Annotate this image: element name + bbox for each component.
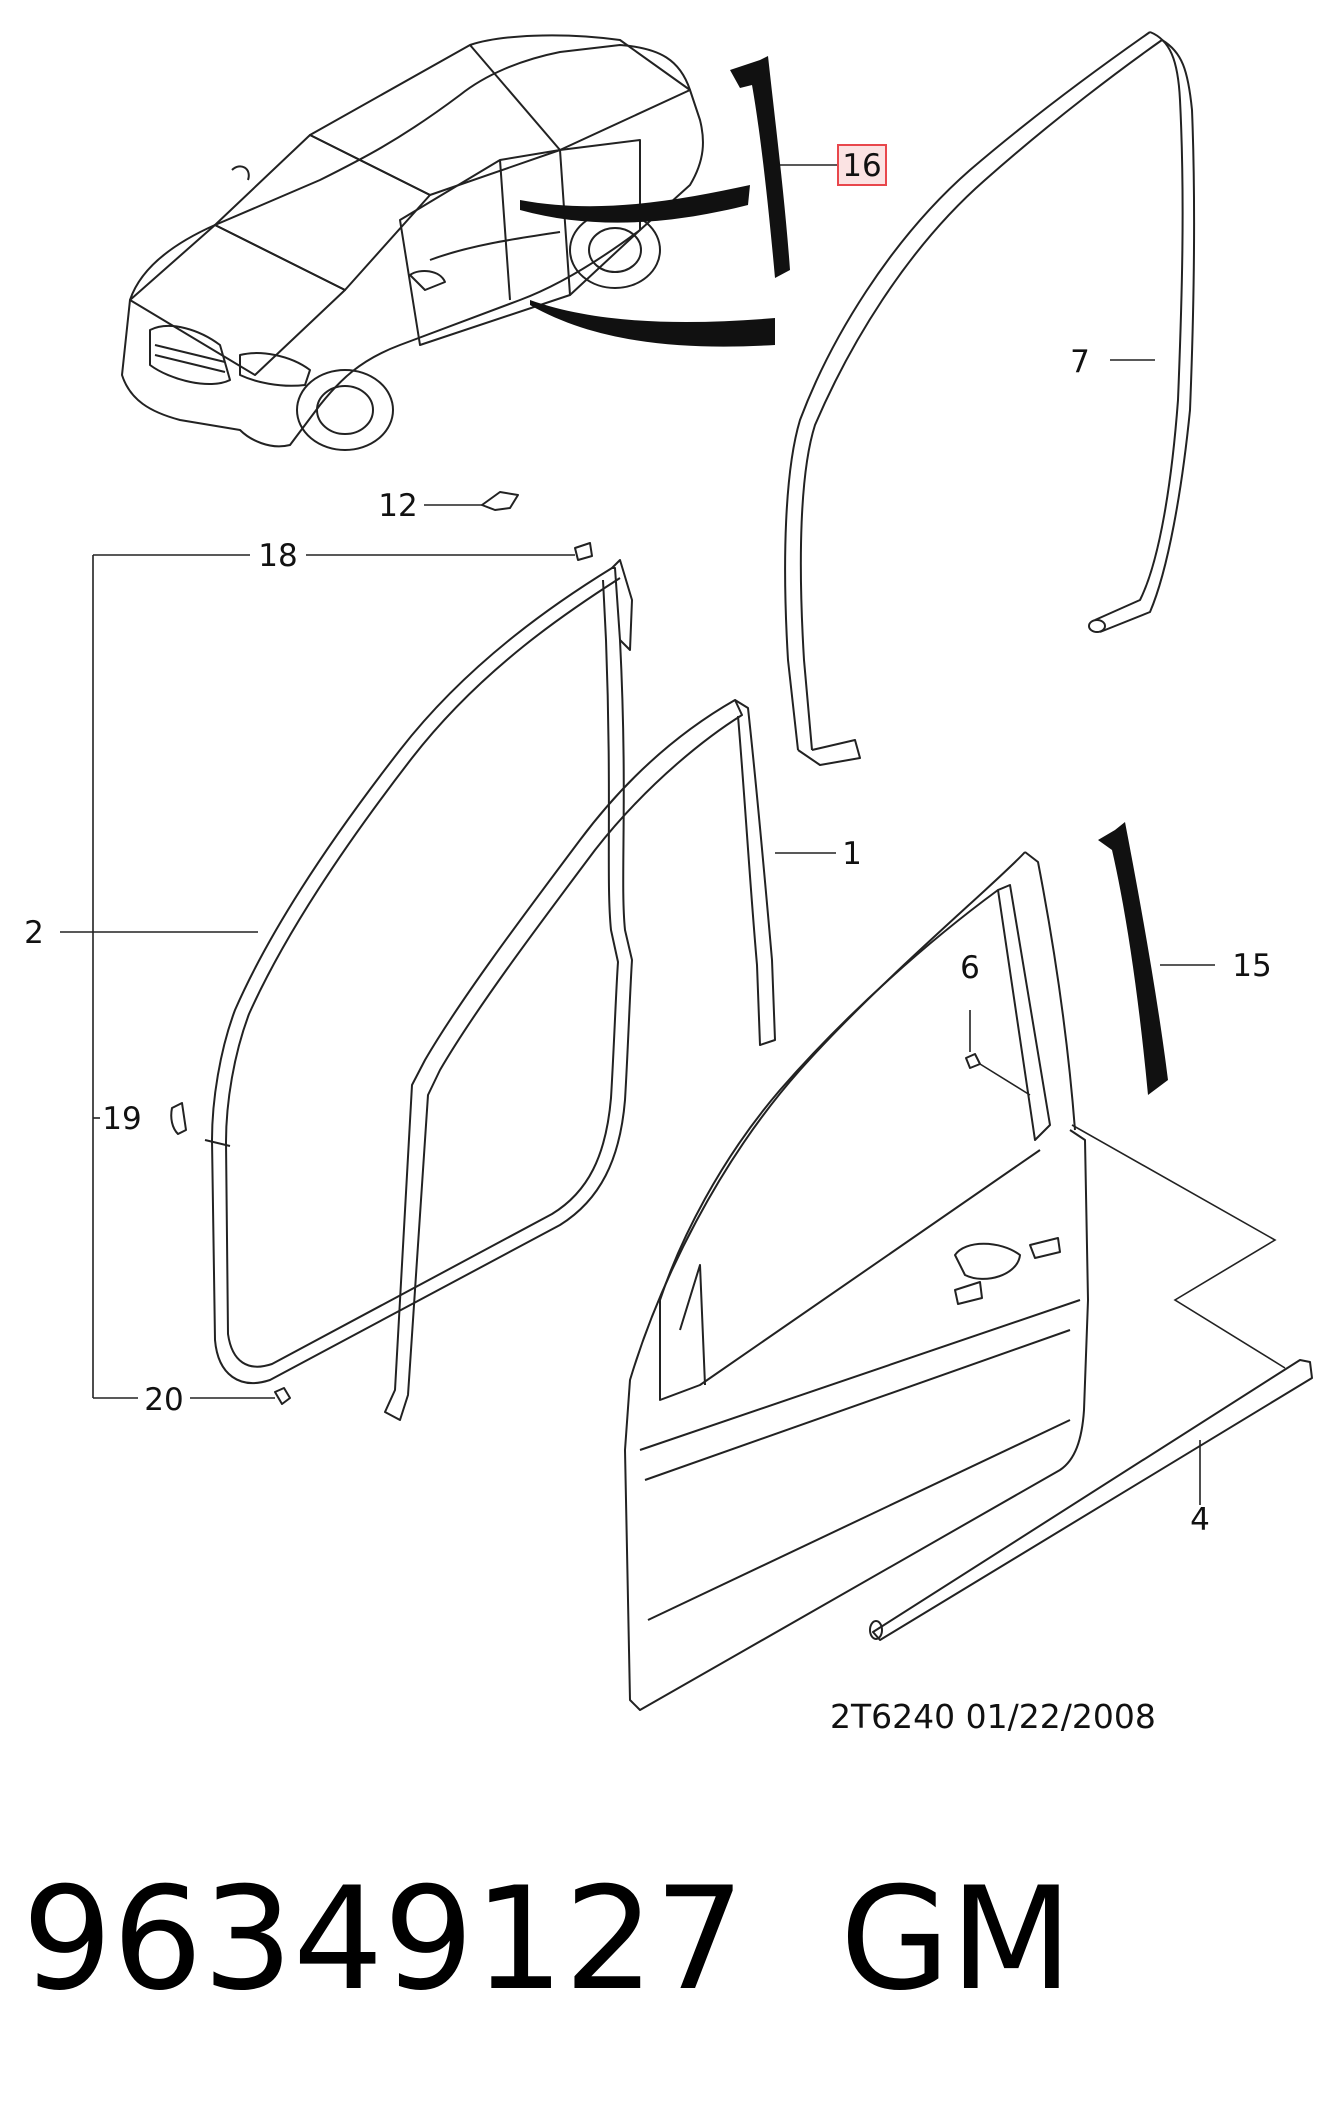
part-4-door-molding [869,1359,1313,1641]
callout-4: 4 [1190,1502,1210,1538]
part-6-screw [965,1053,981,1069]
part-16-pillar-molding [730,56,790,278]
callout-16: 16 [842,148,881,184]
part-18-clip [574,542,593,561]
callout-7: 7 [1070,344,1090,380]
callout-15: 15 [1232,948,1271,984]
seal-indicator-sweep-lower [530,300,775,347]
callout-16-highlight-box [837,144,887,186]
part-12-clip [481,491,519,511]
part-19-clip [170,1102,187,1135]
car-overview-illustration [121,34,704,451]
part-15-pillar-molding [1098,822,1168,1095]
callout-1: 1 [842,836,862,872]
callout-19: 19 [102,1101,141,1137]
part-number: 96349127 [22,1857,745,2022]
callout-18: 18 [258,538,297,574]
part-2-body-weatherstrip [204,559,633,1385]
callout-2: 2 [24,915,44,951]
callout-12: 12 [378,488,417,524]
part-7-door-frame-weatherstrip [784,31,1196,766]
part-1-door-window-channel [384,699,776,1421]
callout-20: 20 [144,1382,183,1418]
front-door-assembly [624,851,1089,1711]
assembly-bracket-lines [60,554,575,1399]
part-20-clip [274,1387,291,1405]
brand-label: GM [840,1857,1073,2022]
seal-indicator-sweep-upper [520,185,750,223]
callout-6: 6 [960,950,980,986]
drawing-stamp: 2T6240 01/22/2008 [830,1697,1156,1736]
